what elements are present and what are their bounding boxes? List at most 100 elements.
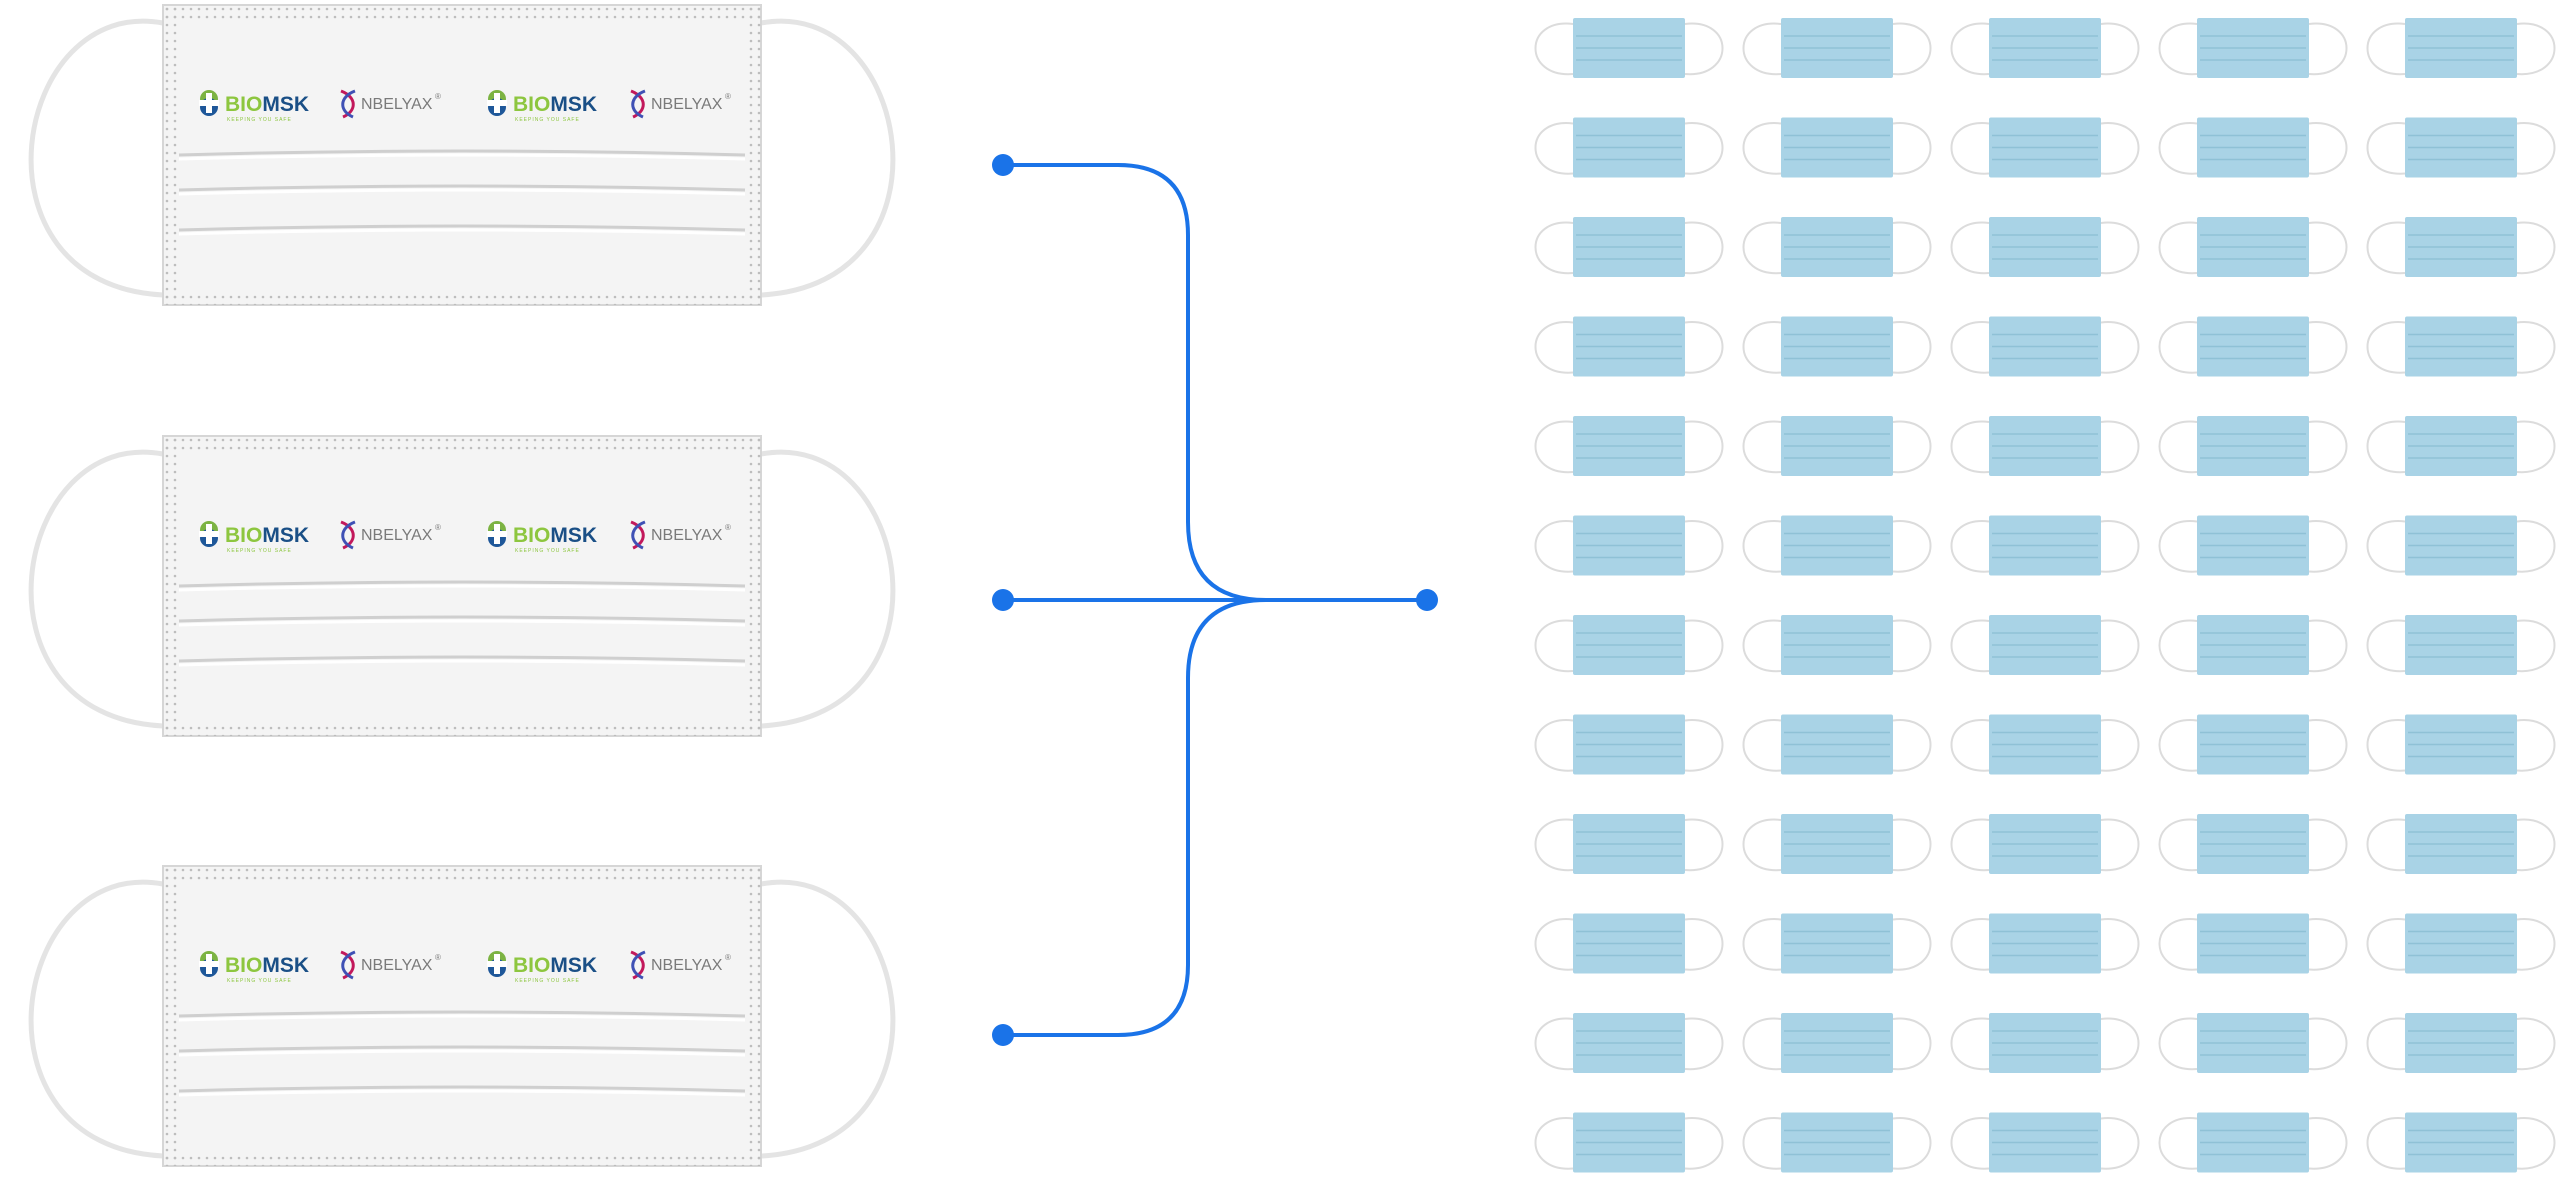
strap-right bbox=[1684, 619, 1724, 673]
pleat-line bbox=[178, 1045, 746, 1053]
pleat-line bbox=[178, 224, 746, 232]
strap-right bbox=[1892, 619, 1932, 673]
biomsk-tagline: KEEPING YOU SAFE bbox=[227, 548, 292, 554]
blue-mask bbox=[2158, 913, 2348, 974]
strap-left bbox=[1534, 122, 1574, 175]
strap-right bbox=[2308, 321, 2348, 374]
strap-left bbox=[1950, 1017, 1990, 1071]
strap-left bbox=[2366, 1017, 2406, 1071]
blue-mask bbox=[1742, 316, 1932, 377]
strap-right bbox=[1892, 1117, 1932, 1170]
blue-mask bbox=[1742, 814, 1932, 874]
blue-mask bbox=[1950, 814, 2140, 874]
strap-right bbox=[2100, 520, 2140, 573]
nbelyax-logo: NBELYAX® bbox=[630, 520, 731, 550]
connector-branch-bottom bbox=[1003, 598, 1267, 1037]
pleat-line bbox=[178, 615, 746, 623]
pleat-highlight bbox=[178, 584, 746, 592]
blue-mask bbox=[1534, 814, 1724, 874]
blue-mask bbox=[1534, 217, 1724, 277]
blue-mask bbox=[2158, 416, 2348, 476]
pleat-highlight bbox=[178, 659, 746, 667]
biomsk-tagline: KEEPING YOU SAFE bbox=[515, 548, 580, 554]
strap-right bbox=[1684, 918, 1724, 971]
strap-right bbox=[1892, 221, 1932, 275]
blue-mask bbox=[1742, 217, 1932, 277]
cross-flower-icon bbox=[487, 90, 507, 116]
ear-loop-left bbox=[28, 449, 164, 729]
strap-left bbox=[2158, 520, 2198, 573]
strap-left bbox=[1950, 420, 1990, 474]
blue-mask bbox=[1534, 515, 1724, 576]
strap-left bbox=[1742, 520, 1782, 573]
strap-right bbox=[2308, 918, 2348, 971]
nbelyax-logo: NBELYAX® bbox=[340, 89, 441, 119]
strap-right bbox=[2308, 1017, 2348, 1071]
biomsk-wordmark: BIOMSK bbox=[225, 93, 309, 116]
pleat-highlight bbox=[178, 1049, 746, 1057]
cross-flower-icon bbox=[199, 521, 219, 547]
strap-left bbox=[2158, 221, 2198, 275]
strap-left bbox=[2158, 122, 2198, 175]
strap-left bbox=[2158, 918, 2198, 971]
merge-connector bbox=[992, 154, 1438, 1046]
dotted-edge-right bbox=[747, 5, 761, 305]
blue-mask bbox=[2366, 1112, 2556, 1173]
strap-right bbox=[2100, 1117, 2140, 1170]
registered-mark: ® bbox=[435, 92, 441, 101]
connector-branch-top bbox=[1003, 163, 1267, 602]
biomsk-tagline: KEEPING YOU SAFE bbox=[515, 978, 580, 984]
strap-left bbox=[1742, 420, 1782, 474]
dotted-edge-top bbox=[163, 866, 761, 880]
biomsk-wordmark: BIOMSK bbox=[513, 954, 597, 977]
strap-right bbox=[2308, 22, 2348, 76]
strap-left bbox=[2158, 420, 2198, 474]
blue-mask bbox=[2366, 316, 2556, 377]
blue-mask bbox=[1742, 1112, 1932, 1173]
biomsk-wordmark: BIOMSK bbox=[225, 524, 309, 547]
dotted-edge-left bbox=[163, 866, 177, 1166]
strap-right bbox=[2100, 420, 2140, 474]
strap-left bbox=[2366, 520, 2406, 573]
strap-left bbox=[1742, 1017, 1782, 1071]
strap-right bbox=[2100, 321, 2140, 374]
strap-right bbox=[1892, 818, 1932, 872]
strap-left bbox=[1742, 619, 1782, 673]
nbelyax-logo: NBELYAX® bbox=[630, 950, 731, 980]
blue-mask bbox=[2366, 217, 2556, 277]
strap-right bbox=[2100, 1017, 2140, 1071]
blue-mask bbox=[2366, 117, 2556, 178]
strap-left bbox=[1534, 221, 1574, 275]
blue-mask bbox=[1950, 515, 2140, 576]
strap-right bbox=[2100, 221, 2140, 275]
nbelyax-logo: NBELYAX® bbox=[340, 950, 441, 980]
strap-left bbox=[1534, 818, 1574, 872]
input-node-top bbox=[992, 154, 1014, 176]
nbelyax-logo: NBELYAX® bbox=[340, 520, 441, 550]
pleat-line bbox=[178, 184, 746, 192]
strap-left bbox=[1950, 619, 1990, 673]
strap-left bbox=[1950, 1117, 1990, 1170]
strap-right bbox=[1892, 1017, 1932, 1071]
blue-mask bbox=[1534, 1112, 1724, 1173]
blue-mask bbox=[2158, 515, 2348, 576]
blue-mask bbox=[1950, 117, 2140, 178]
blue-mask bbox=[1950, 913, 2140, 974]
strap-right bbox=[2308, 719, 2348, 772]
strap-left bbox=[2366, 619, 2406, 673]
strap-left bbox=[2366, 221, 2406, 275]
strap-right bbox=[2516, 321, 2556, 374]
biomsk-tagline: KEEPING YOU SAFE bbox=[227, 117, 292, 123]
blue-mask bbox=[2366, 615, 2556, 675]
nbelyax-wordmark: NBELYAX bbox=[651, 527, 723, 544]
blue-mask bbox=[1534, 714, 1724, 775]
strap-left bbox=[1950, 918, 1990, 971]
blue-mask bbox=[1742, 416, 1932, 476]
strap-left bbox=[1534, 420, 1574, 474]
dotted-edge-right bbox=[747, 866, 761, 1166]
strap-right bbox=[1684, 1117, 1724, 1170]
